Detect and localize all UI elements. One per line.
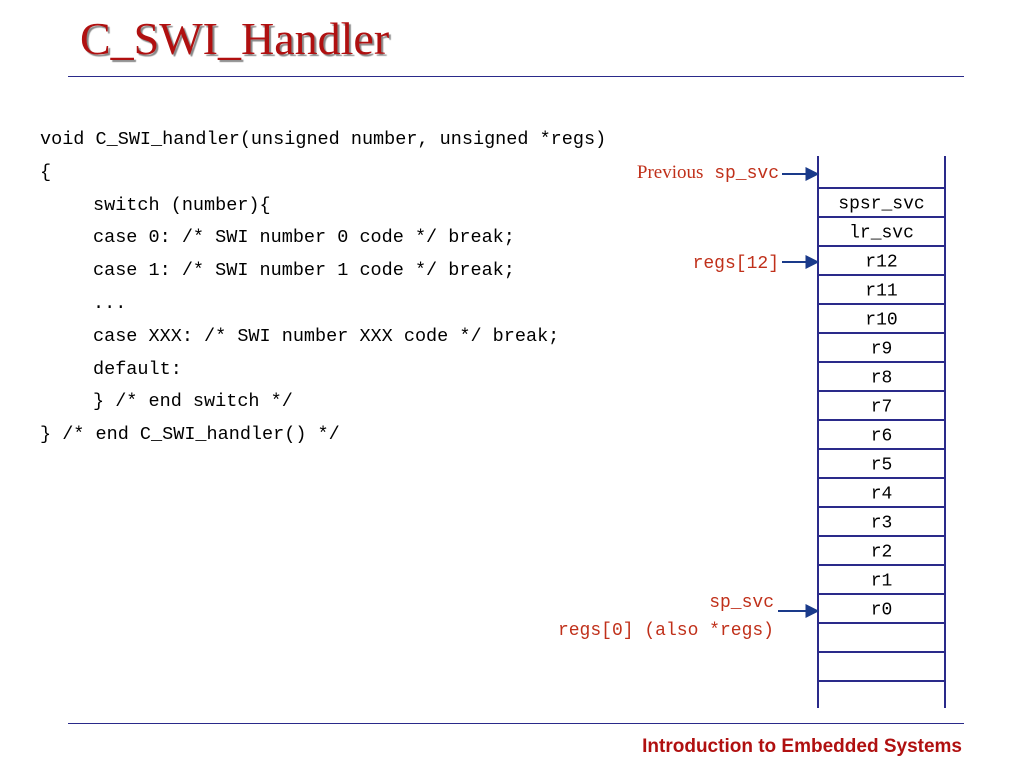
stack-cell-label: r6 [871, 427, 893, 447]
stack-cell-label: lr_svc [849, 224, 914, 244]
previous-sp-reg: sp_svc [714, 164, 779, 184]
stack-cell-label: r7 [871, 398, 893, 418]
code-listing: void C_SWI_handler(unsigned number, unsi… [40, 124, 606, 452]
stack-cell [817, 622, 946, 653]
code-line: case 1: /* SWI number 1 code */ break; [93, 260, 515, 282]
code-line: ... [93, 292, 127, 314]
stack-cell [817, 361, 946, 392]
stack-cell-label: r2 [871, 543, 893, 563]
stack-cell [817, 274, 946, 305]
previous-sp-label: Previous sp_svc [637, 162, 779, 184]
stack-cell-label: r0 [871, 601, 893, 621]
stack-cell-label: r8 [871, 369, 893, 389]
stack-cell [817, 187, 946, 218]
code-line: default: [93, 358, 182, 380]
code-line: case XXX: /* SWI number XXX code */ brea… [93, 325, 560, 347]
stack-cell [817, 651, 946, 682]
title-divider [68, 76, 964, 77]
stack-cell [817, 448, 946, 479]
slide-title: C_SWI_Handler [80, 13, 390, 64]
stack-cell-label: r12 [865, 253, 897, 273]
footer-divider [68, 723, 964, 724]
code-line: switch (number){ [93, 194, 271, 216]
stack-cell [817, 216, 946, 247]
previous-word: Previous [636, 162, 704, 183]
regs0-label: regs[0] (also *regs) [557, 621, 774, 641]
code-line: { [40, 161, 52, 183]
stack-cell [817, 390, 946, 421]
stack-cell-label: r9 [871, 340, 893, 360]
sp-svc-label: sp_svc [709, 593, 774, 613]
stack-cell [817, 477, 946, 508]
code-line: } /* end C_SWI_handler() */ [40, 424, 340, 446]
stack-cell-label: r5 [871, 456, 893, 476]
stack-cell-label: r11 [865, 282, 897, 302]
code-line: } /* end switch */ [93, 391, 293, 413]
stack-cell [817, 506, 946, 537]
code-line: case 0: /* SWI number 0 code */ break; [93, 227, 515, 249]
stack-cell-label: spsr_svc [838, 195, 924, 215]
regs12-label: regs[12] [692, 254, 779, 274]
stack-cell-label: r3 [871, 514, 893, 534]
stack-cell [817, 303, 946, 334]
stack-cell-label: r1 [871, 572, 893, 592]
stack-cell-label: r4 [871, 485, 893, 505]
footer-text: Introduction to Embedded Systems [642, 736, 962, 757]
code-line: void C_SWI_handler(unsigned number, unsi… [40, 129, 607, 150]
stack-cell [817, 535, 946, 566]
stack-cell-label: r10 [865, 311, 897, 331]
